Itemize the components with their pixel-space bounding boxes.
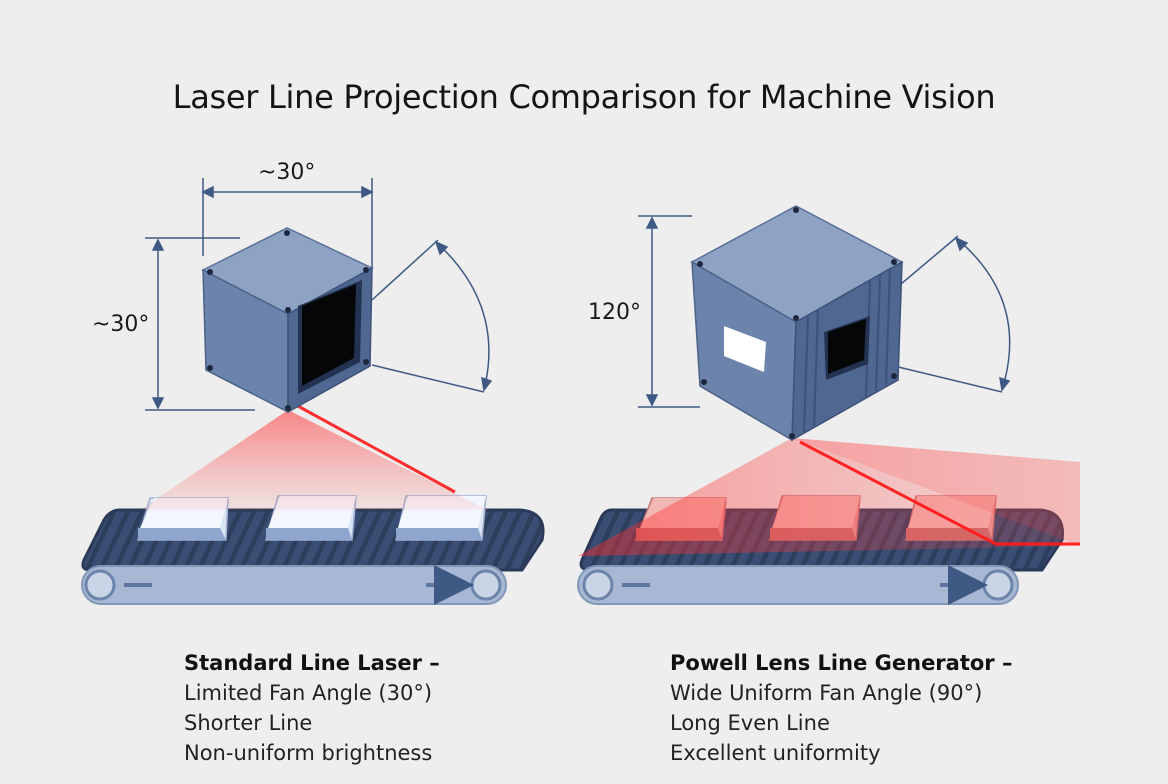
right-caption: Powell Lens Line Generator – Wide Unifor… xyxy=(670,648,1012,768)
left-top-angle-label: ~30° xyxy=(258,160,316,185)
left-conveyor xyxy=(81,495,545,605)
left-caption-title: Standard Line Laser – xyxy=(184,651,440,675)
right-caption-title: Powell Lens Line Generator – xyxy=(670,651,1013,675)
right-caption-line: Excellent uniformity xyxy=(670,741,881,765)
page-title: Laser Line Projection Comparison for Mac… xyxy=(172,78,996,116)
laser-housing-icon xyxy=(690,205,904,442)
right-caption-line: Wide Uniform Fan Angle (90°) xyxy=(670,681,983,705)
left-caption-line: Limited Fan Angle (30°) xyxy=(184,681,433,705)
left-caption-line: Non-uniform brightness xyxy=(184,741,433,765)
left-caption: Standard Line Laser – Limited Fan Angle … xyxy=(184,648,440,768)
left-dimension-lines xyxy=(145,178,493,411)
left-laser-fan xyxy=(140,403,488,510)
laser-housing-icon xyxy=(201,227,374,414)
right-caption-line: Long Even Line xyxy=(670,711,830,735)
right-laser-fan xyxy=(578,438,1080,556)
left-caption-line: Shorter Line xyxy=(184,711,313,735)
right-side-angle-label: 120° xyxy=(588,300,641,325)
left-side-angle-label: ~30° xyxy=(92,312,150,337)
